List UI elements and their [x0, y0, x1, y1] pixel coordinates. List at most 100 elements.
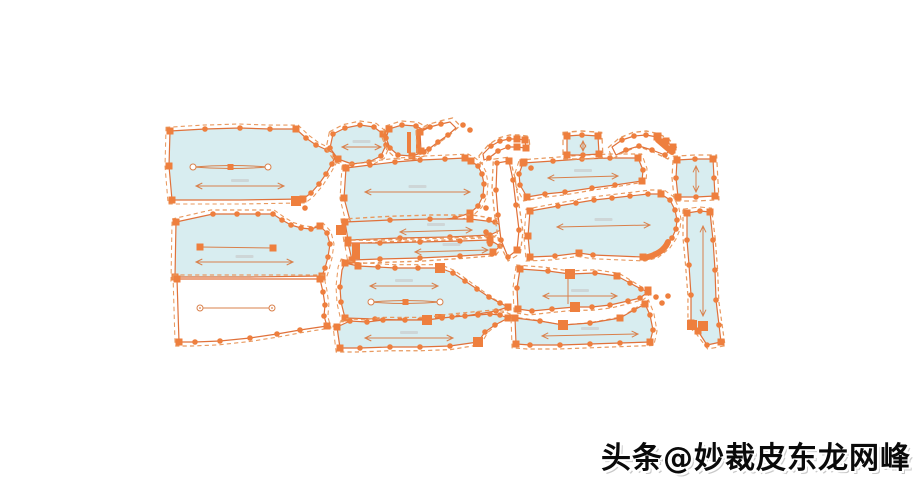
- corner-point[interactable]: [505, 157, 513, 165]
- curve-point[interactable]: [475, 203, 481, 209]
- curve-point[interactable]: [510, 177, 516, 183]
- corner-point[interactable]: [336, 225, 346, 235]
- curve-point[interactable]: [357, 345, 363, 351]
- stray-control-point[interactable]: [460, 122, 466, 128]
- curve-point[interactable]: [392, 265, 398, 271]
- curve-point[interactable]: [457, 238, 463, 244]
- curve-point[interactable]: [640, 167, 646, 173]
- curve-point[interactable]: [377, 240, 383, 246]
- stray-control-point[interactable]: [483, 205, 489, 211]
- pattern-piece-strip-lower[interactable]: [343, 235, 505, 265]
- curve-point[interactable]: [387, 344, 393, 350]
- curve-point[interactable]: [445, 132, 451, 138]
- stray-control-point[interactable]: [659, 300, 665, 306]
- corner-point[interactable]: [657, 190, 665, 198]
- curve-point[interactable]: [347, 318, 353, 324]
- curve-point[interactable]: [329, 161, 335, 167]
- stray-control-point[interactable]: [654, 132, 662, 140]
- curve-point[interactable]: [475, 163, 481, 169]
- curve-point[interactable]: [492, 219, 498, 225]
- curve-point[interactable]: [662, 152, 668, 158]
- curve-point[interactable]: [338, 299, 344, 305]
- curve-point[interactable]: [710, 237, 716, 243]
- corner-point[interactable]: [292, 125, 300, 133]
- curve-point[interactable]: [579, 132, 585, 138]
- curve-point[interactable]: [659, 300, 665, 306]
- curve-point[interactable]: [467, 127, 473, 133]
- curve-point[interactable]: [631, 133, 637, 139]
- curve-point[interactable]: [486, 217, 492, 223]
- curve-point[interactable]: [327, 241, 333, 247]
- corner-point[interactable]: [673, 156, 681, 164]
- curve-point[interactable]: [378, 153, 384, 159]
- curve-point[interactable]: [665, 293, 671, 299]
- corner-point[interactable]: [706, 208, 714, 216]
- curve-point[interactable]: [589, 185, 595, 191]
- corner-point[interactable]: [291, 196, 301, 206]
- curve-point[interactable]: [375, 264, 381, 270]
- curve-point[interactable]: [545, 268, 551, 274]
- corner-point[interactable]: [646, 338, 654, 346]
- curve-point[interactable]: [555, 203, 561, 209]
- corner-point[interactable]: [513, 135, 521, 143]
- curve-point[interactable]: [417, 344, 423, 350]
- curve-point[interactable]: [537, 318, 543, 324]
- corner-point[interactable]: [613, 272, 621, 280]
- corner-point[interactable]: [344, 239, 352, 247]
- corner-point[interactable]: [634, 154, 642, 162]
- pattern-piece-panel-mid-left[interactable]: [170, 209, 335, 282]
- curve-point[interactable]: [580, 152, 586, 158]
- corner-point[interactable]: [316, 275, 324, 283]
- curve-point[interactable]: [426, 146, 432, 152]
- stray-control-point[interactable]: [336, 225, 346, 235]
- curve-point[interactable]: [494, 160, 500, 166]
- curve-point[interactable]: [380, 317, 386, 323]
- corner-point[interactable]: [516, 265, 524, 273]
- corner-point[interactable]: [316, 222, 324, 230]
- stray-control-point[interactable]: [483, 229, 489, 235]
- corner-point[interactable]: [168, 196, 176, 204]
- curve-point[interactable]: [323, 171, 329, 177]
- curve-point[interactable]: [550, 158, 556, 164]
- corner-point[interactable]: [616, 314, 624, 322]
- curve-point[interactable]: [650, 327, 656, 333]
- curve-point[interactable]: [337, 284, 343, 290]
- curve-point[interactable]: [234, 211, 240, 217]
- curve-point[interactable]: [377, 256, 383, 262]
- curve-point[interactable]: [330, 131, 336, 137]
- corner-point[interactable]: [461, 154, 469, 162]
- curve-point[interactable]: [383, 135, 389, 141]
- corner-point[interactable]: [422, 315, 432, 325]
- curve-point[interactable]: [270, 211, 276, 217]
- curve-point[interactable]: [475, 312, 481, 318]
- curve-point[interactable]: [625, 298, 631, 304]
- curve-point[interactable]: [549, 306, 555, 312]
- corner-point[interactable]: [473, 337, 483, 347]
- curve-point[interactable]: [712, 267, 718, 273]
- corner-point[interactable]: [683, 209, 691, 217]
- curve-point[interactable]: [673, 175, 679, 181]
- corner-point[interactable]: [575, 249, 583, 257]
- corner-point[interactable]: [641, 300, 649, 308]
- pattern-piece-vertical-piece[interactable]: [682, 206, 726, 350]
- stray-control-point[interactable]: [302, 205, 308, 211]
- curve-point[interactable]: [450, 270, 456, 276]
- corner-point[interactable]: [504, 314, 512, 322]
- curve-point[interactable]: [316, 181, 322, 187]
- curve-point[interactable]: [486, 294, 492, 300]
- curve-point[interactable]: [645, 191, 651, 197]
- curve-point[interactable]: [395, 152, 401, 158]
- curve-point[interactable]: [320, 289, 326, 295]
- curve-point[interactable]: [627, 280, 633, 286]
- corner-point[interactable]: [511, 314, 519, 322]
- corner-point[interactable]: [521, 136, 529, 144]
- pattern-piece-small-kidney[interactable]: [325, 120, 391, 169]
- curve-point[interactable]: [217, 338, 223, 344]
- stray-control-point[interactable]: [487, 241, 493, 247]
- pattern-piece-strip-bottom[interactable]: [332, 309, 514, 353]
- curve-point[interactable]: [638, 286, 644, 292]
- corner-point[interactable]: [416, 128, 424, 136]
- curve-point[interactable]: [542, 191, 548, 197]
- pattern-piece-sliver[interactable]: [491, 156, 524, 262]
- curve-point[interactable]: [487, 241, 493, 247]
